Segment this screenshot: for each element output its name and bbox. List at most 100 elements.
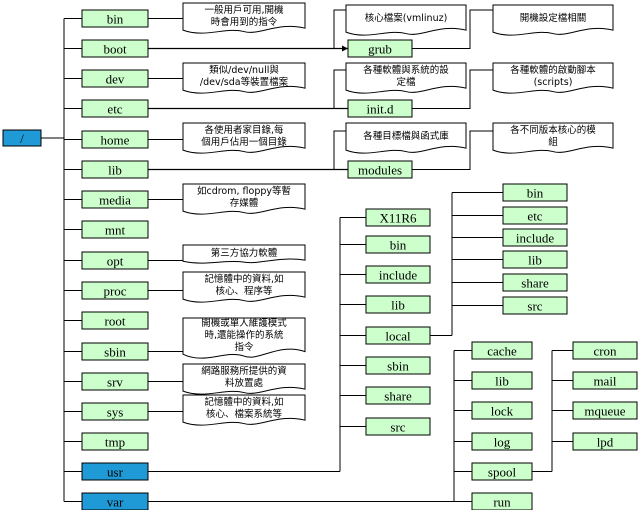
local-src-label: src [527,299,542,314]
local-bin[interactable]: bin [502,183,568,202]
local-bin-label: bin [527,186,544,201]
note-initd-right-line-0: 各種軟體的啟動腳本 [510,64,596,76]
dir-root[interactable]: root [81,311,149,330]
dir-mnt-label: mnt [105,223,126,238]
dir-home-box [81,130,149,149]
usr-src-label: src [390,420,405,435]
local-lib-label: lib [528,253,542,268]
edge-grub-to-left-note [333,9,346,49]
dir-modules-label: modules [358,163,402,178]
dir-mnt[interactable]: mnt [81,220,149,239]
var-run[interactable]: run [471,492,533,510]
local-share-label: share [521,276,549,291]
dir-lib[interactable]: lib [81,160,149,179]
local-lib-box [502,250,568,269]
dir-srv-box [81,372,149,391]
usr-sbin-box [365,356,431,375]
dir-sbin[interactable]: sbin [81,342,149,361]
var-spool-label: spool [488,465,517,480]
local-lib[interactable]: lib [502,250,568,269]
usr-share[interactable]: share [365,386,431,405]
dir-home[interactable]: home [81,130,149,149]
dir-grub[interactable]: grub [347,39,413,58]
dir-var[interactable]: var [81,492,149,510]
dir-tmp[interactable]: tmp [81,432,149,451]
usr-local-box [365,326,431,345]
usr-bin[interactable]: bin [365,235,431,254]
note-modules-right-shape [492,122,614,154]
spool-cron[interactable]: cron [572,341,638,360]
dir-srv[interactable]: srv [81,372,149,391]
dir-modules-box [347,160,413,179]
spool-mqueue[interactable]: mqueue [572,401,638,420]
usr-lib-label: lib [391,298,405,313]
note-opt-line-0: 第三方協力軟體 [211,247,278,259]
spool-lpd[interactable]: lpd [572,432,638,451]
note-bin-shape [182,2,306,34]
dir-sys[interactable]: sys [81,402,149,421]
local-include[interactable]: include [502,228,568,247]
dir-boot[interactable]: boot [81,39,149,58]
edge-initd-to-left-note [333,69,346,109]
usr-lib[interactable]: lib [365,295,431,314]
usr-x11r6-box [365,208,431,227]
note-initd-right-shape [492,62,614,94]
dir-bin-label: bin [107,12,124,27]
dir-boot-box [81,39,149,58]
dir-usr[interactable]: usr [81,462,149,481]
local-src[interactable]: src [502,296,568,315]
dir-etc-box [81,99,149,118]
usr-share-label: share [384,389,412,404]
dir-dev[interactable]: dev [81,69,149,88]
note-etc-left-line-1: 定檔 [396,76,415,88]
note-grub-right-shape [492,4,614,36]
dir-opt[interactable]: opt [81,251,149,270]
dir-etc-label: etc [107,102,122,117]
note-bin-line-1: 時會用到的指令 [211,16,278,28]
dir-proc[interactable]: proc [81,281,149,300]
local-share-box [502,273,568,292]
var-lock-box [471,401,533,420]
usr-src[interactable]: src [365,417,431,436]
dir-sys-label: sys [107,405,124,420]
var-cache-box [471,341,533,360]
var-log[interactable]: log [471,432,533,451]
root-node-slash[interactable]: / [2,129,42,147]
spool-mail[interactable]: mail [572,371,638,390]
local-bin-box [502,183,568,202]
usr-include[interactable]: include [365,265,431,284]
usr-include-box [365,265,431,284]
usr-local[interactable]: local [365,326,431,345]
var-lib[interactable]: lib [471,371,533,390]
note-modules-right-line-1: 組 [548,136,558,148]
var-cache[interactable]: cache [471,341,533,360]
root-node-slash-label: / [20,131,24,146]
dir-init-d[interactable]: init.d [347,99,413,118]
local-etc[interactable]: etc [502,206,568,225]
note-dev: 類似/dev/null與/dev/sda等裝置檔案 [182,62,306,94]
dir-bin[interactable]: bin [81,9,149,28]
dir-etc[interactable]: etc [81,99,149,118]
spool-mqueue-label: mqueue [584,404,625,419]
note-srv-line-0: 網路服務所提供的資 [201,365,287,377]
dir-bin-box [81,9,149,28]
spool-lpd-box [572,432,638,451]
var-lock[interactable]: lock [471,401,533,420]
usr-sbin[interactable]: sbin [365,356,431,375]
note-sbin-line-0: 開機或單人維護模式 [201,317,287,329]
spool-cron-box [572,341,638,360]
var-spool[interactable]: spool [471,462,533,481]
usr-x11r6[interactable]: X11R6 [365,208,431,227]
local-share[interactable]: share [502,273,568,292]
dir-grub-box [347,39,413,58]
dir-var-label: var [107,495,124,510]
note-dev-line-1: /dev/sda等裝置檔案 [200,76,289,88]
note-media-line-1: 存媒體 [230,197,259,209]
dir-media[interactable]: media [81,190,149,209]
arrow-to-grub [342,45,348,52]
usr-x11r6-label: X11R6 [379,211,417,226]
usr-share-box [365,386,431,405]
dir-modules[interactable]: modules [347,160,413,179]
